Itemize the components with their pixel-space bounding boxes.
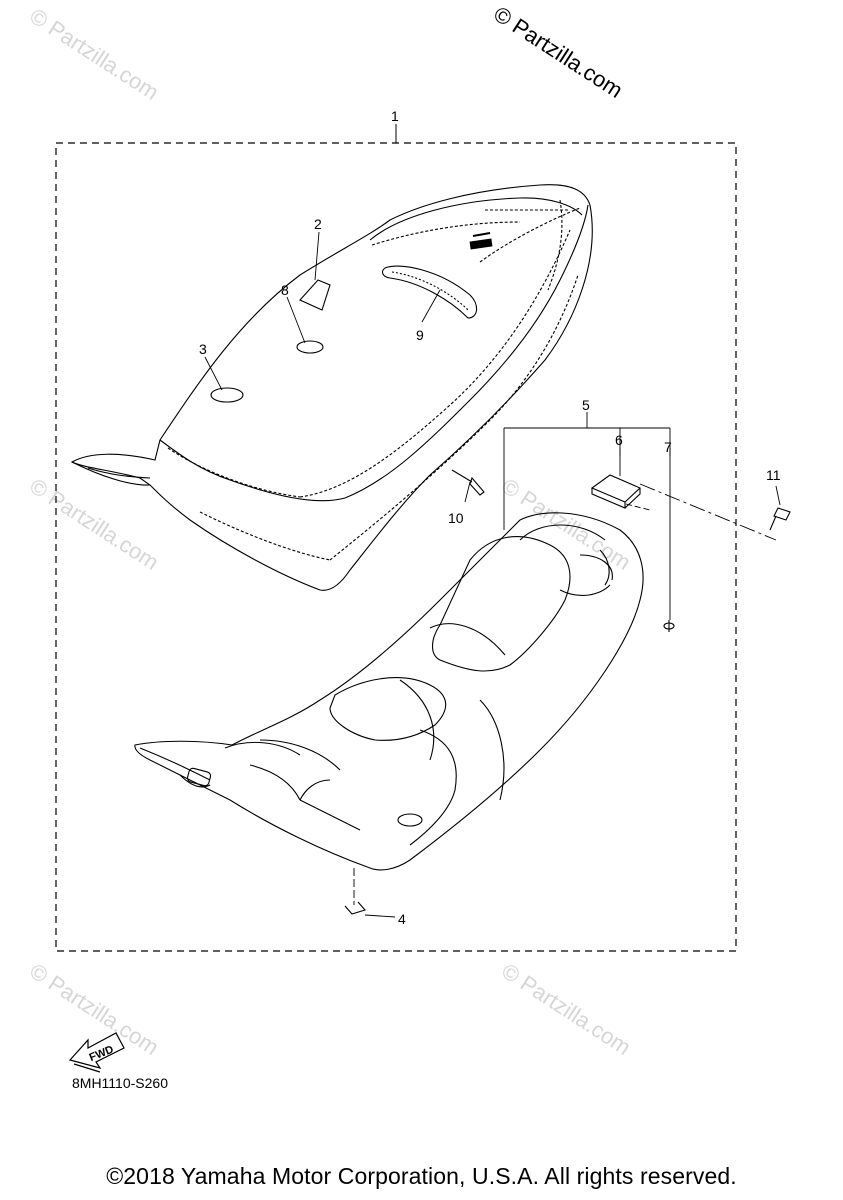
fwd-arrow-icon: FWD <box>68 1032 125 1073</box>
callout-2[interactable]: 2 <box>314 216 322 232</box>
callout-7[interactable]: 7 <box>664 439 672 455</box>
seat-base[interactable] <box>134 512 644 871</box>
callout-10[interactable]: 10 <box>448 510 464 526</box>
watermark-faint: © Partzilla.com <box>25 473 163 575</box>
callout-9[interactable]: 9 <box>416 327 424 343</box>
callout-4[interactable]: 4 <box>398 911 406 927</box>
callout-1[interactable]: 1 <box>391 108 399 124</box>
assembly-frame <box>55 142 737 952</box>
callout-8[interactable]: 8 <box>281 282 289 298</box>
callout-6[interactable]: 6 <box>615 432 623 448</box>
bolt-11[interactable] <box>769 507 791 531</box>
leader-lines <box>204 231 781 918</box>
callout-3[interactable]: 3 <box>199 341 207 357</box>
bracket-6[interactable] <box>590 474 641 509</box>
watermark-faint: © Partzilla.com <box>25 3 163 105</box>
diagram-code: 8MH1110-S260 <box>72 1075 168 1091</box>
screw-7[interactable] <box>663 620 675 632</box>
watermark-main: © Partzilla.com <box>489 1 627 103</box>
copyright-notice: ©2018 Yamaha Motor Corporation, U.S.A. A… <box>106 1163 737 1189</box>
pin-10[interactable] <box>451 469 485 496</box>
callout-11[interactable]: 11 <box>766 467 781 483</box>
watermark-group: © Partzilla.com © Partzilla.com © Partzi… <box>25 3 635 1060</box>
callout-5[interactable]: 5 <box>582 397 590 413</box>
watermark-faint: © Partzilla.com <box>497 958 635 1060</box>
clip-4[interactable] <box>344 901 366 915</box>
seat-top[interactable] <box>70 184 593 591</box>
